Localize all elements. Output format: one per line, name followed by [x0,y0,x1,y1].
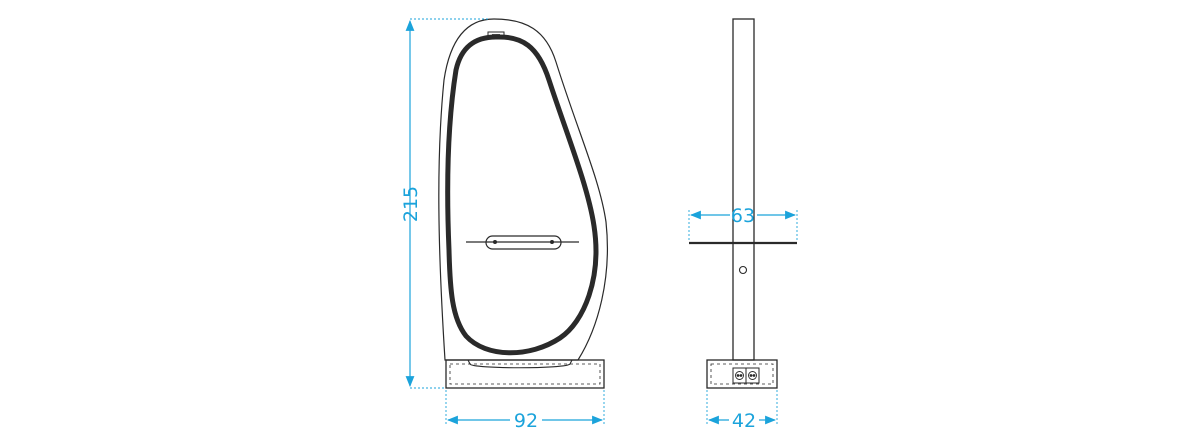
front-base [445,359,605,389]
front-width-value: 92 [514,410,538,432]
height-value: 215 [400,186,422,222]
power-sockets [732,367,760,384]
shelf-width-dimension: 63 [688,205,798,240]
side-knob [738,265,748,275]
base-depth-dimension: 42 [706,390,778,432]
mirror-led-ring [445,34,599,356]
shelf-bracket [485,235,562,250]
touch-switch [487,31,505,38]
side-base [706,359,778,389]
base-depth-value: 42 [732,410,756,432]
mirror-panel-outline [438,18,608,361]
height-dimension: 215 [400,18,490,389]
base-tray [467,359,573,369]
side-column [732,18,755,361]
side-view [689,18,797,389]
shelf-width-value: 63 [731,205,755,227]
front-width-dimension: 92 [445,390,605,432]
front-view [438,18,608,389]
